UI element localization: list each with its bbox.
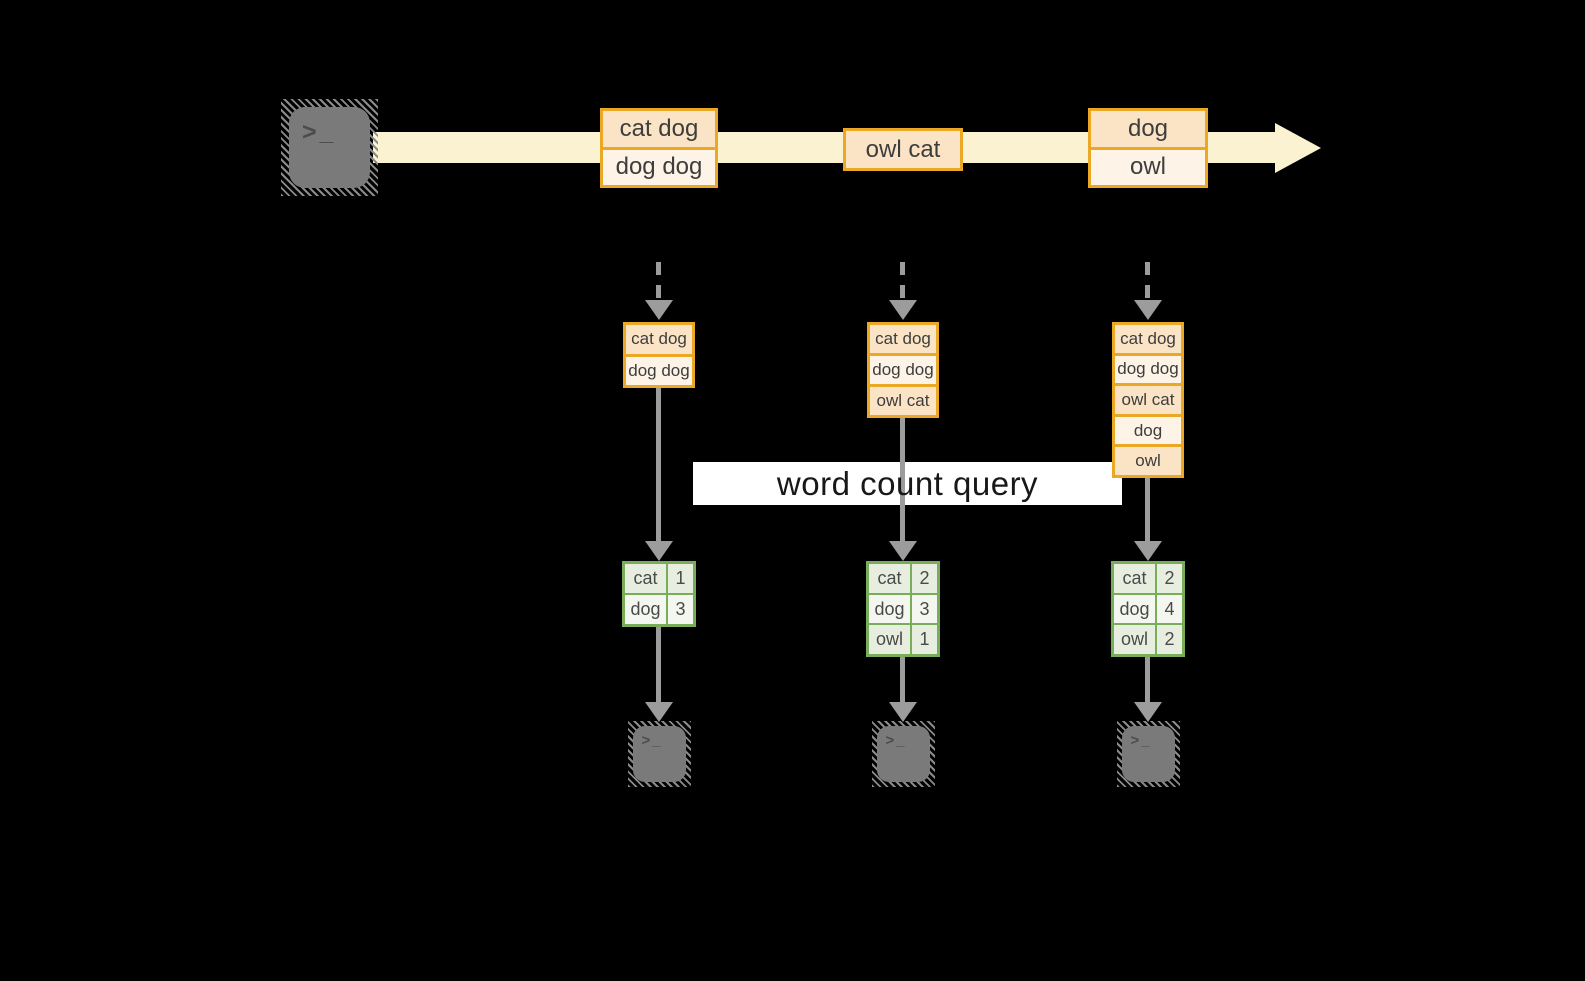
box-row: dog dog: [1115, 352, 1181, 384]
count-word-cell: dog: [1114, 594, 1157, 624]
count-word-cell: owl: [869, 625, 912, 655]
count-row: dog 3: [625, 593, 693, 624]
box-row: cat dog: [603, 111, 715, 147]
terminal-icon: >_: [281, 99, 378, 196]
query-label: word count query: [776, 464, 1039, 502]
box-row: owl cat: [870, 384, 936, 415]
word-count-table: cat 2 dog 4 owl 2: [1111, 561, 1185, 657]
terminal-icon: >_: [1117, 721, 1180, 787]
dashed-arrow-icon: [1145, 262, 1150, 300]
terminal-prompt-icon: >_: [1130, 731, 1152, 749]
query-arrow-icon: [900, 416, 905, 541]
count-row: dog 4: [1114, 592, 1182, 624]
box-row: dog dog: [870, 353, 936, 384]
terminal-prompt-icon: >_: [641, 731, 663, 749]
count-row: cat 2: [869, 564, 937, 593]
count-word-cell: owl: [1114, 625, 1157, 655]
box-row: owl: [1091, 146, 1205, 185]
count-row: owl 1: [869, 623, 937, 655]
box-row: owl cat: [1115, 383, 1181, 414]
arrowhead-icon: [1134, 541, 1162, 561]
output-arrow-icon: [1145, 655, 1150, 703]
stream-event-box: owl cat: [843, 128, 963, 171]
terminal-icon-body: >_: [633, 726, 686, 782]
count-value-cell: 3: [919, 598, 930, 619]
query-arrow-icon: [1145, 476, 1150, 541]
count-row: owl 2: [1114, 623, 1182, 655]
box-row: dog dog: [603, 146, 715, 185]
arrowhead-icon: [889, 702, 917, 722]
box-row: dog: [1115, 413, 1181, 445]
stream-band-arrowhead-icon: [1275, 123, 1321, 173]
terminal-icon-body: >_: [1122, 726, 1175, 782]
arrowhead-icon: [1134, 702, 1162, 722]
count-word-cell: dog: [625, 595, 668, 624]
count-word-cell: dog: [869, 594, 912, 624]
count-word-cell: cat: [1114, 564, 1157, 593]
dashed-arrow-icon: [656, 262, 661, 300]
box-row: dog: [1091, 111, 1205, 147]
output-arrow-icon: [656, 625, 661, 703]
arrowhead-icon: [889, 541, 917, 561]
count-row: cat 1: [625, 564, 693, 593]
terminal-icon: >_: [628, 721, 691, 787]
arrowhead-icon: [889, 300, 917, 320]
count-row: dog 3: [869, 592, 937, 624]
query-arrow-icon: [656, 386, 661, 541]
dashed-arrow-icon: [900, 262, 905, 300]
box-row: cat dog: [1115, 325, 1181, 353]
count-value-cell: 4: [1164, 598, 1175, 619]
arrowhead-icon: [645, 702, 673, 722]
count-value-cell: 1: [919, 629, 930, 650]
word-count-table: cat 2 dog 3 owl 1: [866, 561, 940, 657]
box-row: cat dog: [626, 325, 692, 354]
box-row: cat dog: [870, 325, 936, 353]
terminal-icon-body: >_: [877, 726, 930, 782]
count-value-cell: 2: [919, 567, 930, 588]
query-label-band: [693, 462, 1122, 505]
output-arrow-icon: [900, 655, 905, 703]
arrowhead-icon: [645, 300, 673, 320]
terminal-icon-body: >_: [289, 107, 370, 188]
terminal-prompt-icon: >_: [301, 118, 337, 147]
count-value-cell: 2: [1164, 629, 1175, 650]
count-value-cell: 2: [1164, 567, 1175, 588]
count-value-cell: 1: [675, 568, 686, 588]
count-row: cat 2: [1114, 564, 1182, 593]
count-word-cell: cat: [625, 564, 668, 593]
terminal-prompt-icon: >_: [885, 731, 907, 749]
box-row: owl cat: [846, 131, 960, 168]
word-count-table: cat 1 dog 3: [622, 561, 696, 627]
arrowhead-icon: [1134, 300, 1162, 320]
box-row: owl: [1115, 444, 1181, 475]
count-value-cell: 3: [675, 599, 686, 619]
arrowhead-icon: [645, 541, 673, 561]
box-row: dog dog: [626, 353, 692, 385]
count-word-cell: cat: [869, 564, 912, 593]
terminal-icon: >_: [872, 721, 935, 787]
